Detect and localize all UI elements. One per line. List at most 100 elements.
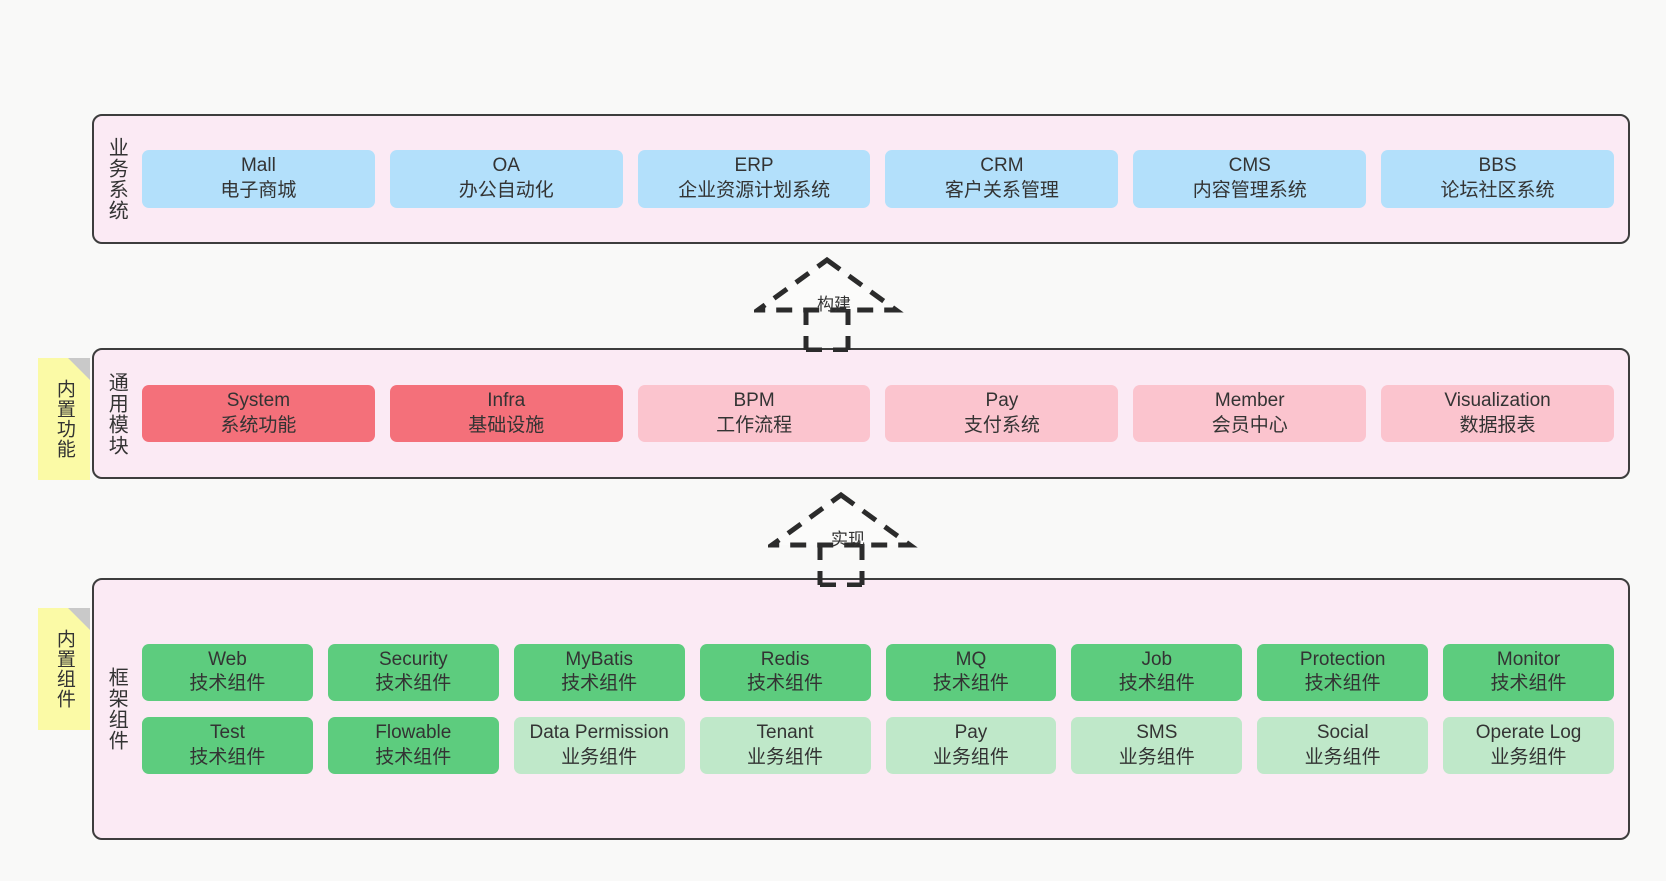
box-mall-title: Mall	[240, 155, 276, 177]
layer-common-modules: 通用模块 System 系统功能 Infra 基础设施 BPM 工作流程 Pay	[92, 348, 1630, 479]
box-redis-title: Redis	[760, 648, 810, 670]
arrow-build-label: 构建	[817, 295, 851, 314]
box-bpm[interactable]: BPM 工作流程	[637, 384, 871, 443]
box-social-subtitle: 业务组件	[1304, 746, 1381, 768]
box-tenant-title: Tenant	[756, 722, 814, 743]
box-monitor-subtitle: 技术组件	[1490, 673, 1567, 695]
box-system-subtitle: 系统功能	[220, 414, 297, 436]
box-erp-title: ERP	[734, 155, 774, 177]
box-bpm-title: BPM	[733, 389, 775, 411]
arrow-implement-label: 实现	[831, 530, 865, 549]
box-pay[interactable]: Pay 支付系统	[885, 384, 1119, 443]
row-business-components: Test 技术组件 Flowable 技术组件 Data Permission …	[142, 717, 1614, 775]
box-bbs-title: BBS	[1478, 155, 1517, 177]
box-mall-subtitle: 电子商城	[220, 180, 297, 201]
box-flowable-title: Flowable	[375, 722, 452, 743]
box-job[interactable]: Job 技术组件	[1071, 643, 1243, 701]
box-pay-component-title: Pay	[954, 722, 988, 743]
box-system[interactable]: System 系统功能	[142, 384, 375, 443]
box-redis[interactable]: Redis 技术组件	[699, 643, 871, 701]
box-infra-title: Infra	[487, 389, 526, 411]
layer-body-business-systems: Mall 电子商城 OA 办公自动化 ERP 企业资源计划系统 CRM 客户关系…	[138, 116, 1628, 242]
box-data-permission-title: Data Permission	[529, 722, 669, 743]
box-sms-subtitle: 业务组件	[1118, 746, 1195, 768]
note-builtin-features-label: 内置功能	[53, 379, 75, 459]
box-mall[interactable]: Mall 电子商城	[142, 150, 375, 208]
box-web[interactable]: Web 技术组件	[142, 643, 313, 701]
box-job-title: Job	[1141, 648, 1173, 670]
box-cms-subtitle: 内容管理系统	[1192, 180, 1307, 201]
box-crm-subtitle: 客户关系管理	[944, 180, 1059, 201]
box-erp[interactable]: ERP 企业资源计划系统	[637, 150, 871, 208]
box-operate-log-subtitle: 业务组件	[1490, 746, 1567, 768]
box-mq-title: MQ	[955, 648, 987, 670]
layer-title-common-modules: 通用模块	[105, 371, 128, 456]
box-cms[interactable]: CMS 内容管理系统	[1133, 150, 1367, 208]
box-flowable[interactable]: Flowable 技术组件	[327, 717, 499, 775]
box-social[interactable]: Social 业务组件	[1257, 717, 1429, 775]
note-builtin-features: 内置功能	[38, 358, 90, 480]
box-test[interactable]: Test 技术组件	[142, 717, 313, 775]
box-sms[interactable]: SMS 业务组件	[1071, 717, 1243, 775]
box-oa-title: OA	[492, 155, 520, 177]
box-operate-log-title: Operate Log	[1475, 722, 1582, 743]
box-mq[interactable]: MQ 技术组件	[885, 643, 1057, 701]
arrow-build-icon	[750, 256, 904, 353]
layer-business-systems: 业务系统 Mall 电子商城 OA 办公自动化 ERP 企业资源计划系统 CRM	[92, 114, 1630, 244]
box-monitor[interactable]: Monitor 技术组件	[1443, 643, 1614, 701]
box-mq-subtitle: 技术组件	[932, 673, 1009, 695]
note-builtin-components-label: 内置组件	[53, 629, 75, 709]
box-visualization[interactable]: Visualization 数据报表	[1381, 384, 1614, 443]
note-fold-icon	[68, 358, 90, 380]
box-system-title: System	[226, 389, 291, 411]
box-tenant[interactable]: Tenant 业务组件	[699, 717, 871, 775]
box-protection-subtitle: 技术组件	[1304, 673, 1381, 695]
box-operate-log[interactable]: Operate Log 业务组件	[1443, 717, 1614, 775]
layer-body-common-modules: System 系统功能 Infra 基础设施 BPM 工作流程 Pay 支付系统…	[138, 350, 1628, 477]
box-data-permission[interactable]: Data Permission 业务组件	[513, 717, 685, 775]
box-crm-title: CRM	[980, 155, 1024, 177]
box-member-subtitle: 会员中心	[1211, 414, 1288, 436]
box-oa[interactable]: OA 办公自动化	[389, 150, 623, 208]
box-pay-component[interactable]: Pay 业务组件	[885, 717, 1057, 775]
box-bbs[interactable]: BBS 论坛社区系统	[1381, 150, 1614, 208]
note-builtin-components: 内置组件	[38, 608, 90, 730]
box-pay-title: Pay	[985, 389, 1019, 411]
box-pay-subtitle: 支付系统	[963, 414, 1040, 436]
box-sms-title: SMS	[1136, 722, 1178, 743]
arrow-build: 构建	[750, 254, 904, 353]
box-security-title: Security	[378, 648, 448, 670]
box-pay-component-subtitle: 业务组件	[932, 746, 1009, 768]
row-technical-components: Web 技术组件 Security 技术组件 MyBatis 技术组件 Redi…	[142, 643, 1614, 701]
box-security[interactable]: Security 技术组件	[327, 643, 499, 701]
box-bpm-subtitle: 工作流程	[716, 414, 793, 436]
box-member[interactable]: Member 会员中心	[1133, 384, 1367, 443]
box-visualization-subtitle: 数据报表	[1459, 414, 1536, 436]
box-member-title: Member	[1214, 389, 1285, 411]
box-test-subtitle: 技术组件	[189, 746, 266, 768]
layer-body-framework-components: Web 技术组件 Security 技术组件 MyBatis 技术组件 Redi…	[138, 580, 1628, 838]
box-test-title: Test	[210, 722, 245, 743]
box-web-title: Web	[208, 648, 247, 670]
box-oa-subtitle: 办公自动化	[458, 180, 554, 201]
box-protection[interactable]: Protection 技术组件	[1257, 643, 1429, 701]
box-redis-subtitle: 技术组件	[747, 673, 824, 695]
box-infra-subtitle: 基础设施	[468, 414, 545, 436]
row-business-systems: Mall 电子商城 OA 办公自动化 ERP 企业资源计划系统 CRM 客户关系…	[142, 150, 1614, 208]
box-data-permission-subtitle: 业务组件	[561, 746, 638, 768]
box-security-subtitle: 技术组件	[375, 673, 452, 695]
box-crm[interactable]: CRM 客户关系管理	[885, 150, 1119, 208]
box-mybatis-title: MyBatis	[565, 648, 633, 670]
box-mybatis[interactable]: MyBatis 技术组件	[513, 643, 685, 701]
layer-title-business-systems: 业务系统	[105, 137, 128, 221]
box-cms-title: CMS	[1228, 155, 1271, 177]
arrow-implement-icon	[764, 491, 918, 588]
box-job-subtitle: 技术组件	[1118, 673, 1195, 695]
box-infra[interactable]: Infra 基础设施	[389, 384, 623, 443]
arrow-implement: 实现	[764, 489, 918, 588]
box-bbs-subtitle: 论坛社区系统	[1440, 180, 1555, 201]
box-mybatis-subtitle: 技术组件	[561, 673, 638, 695]
layer-title-framework-components: 框架组件	[105, 667, 128, 751]
note-fold-icon	[68, 608, 90, 630]
